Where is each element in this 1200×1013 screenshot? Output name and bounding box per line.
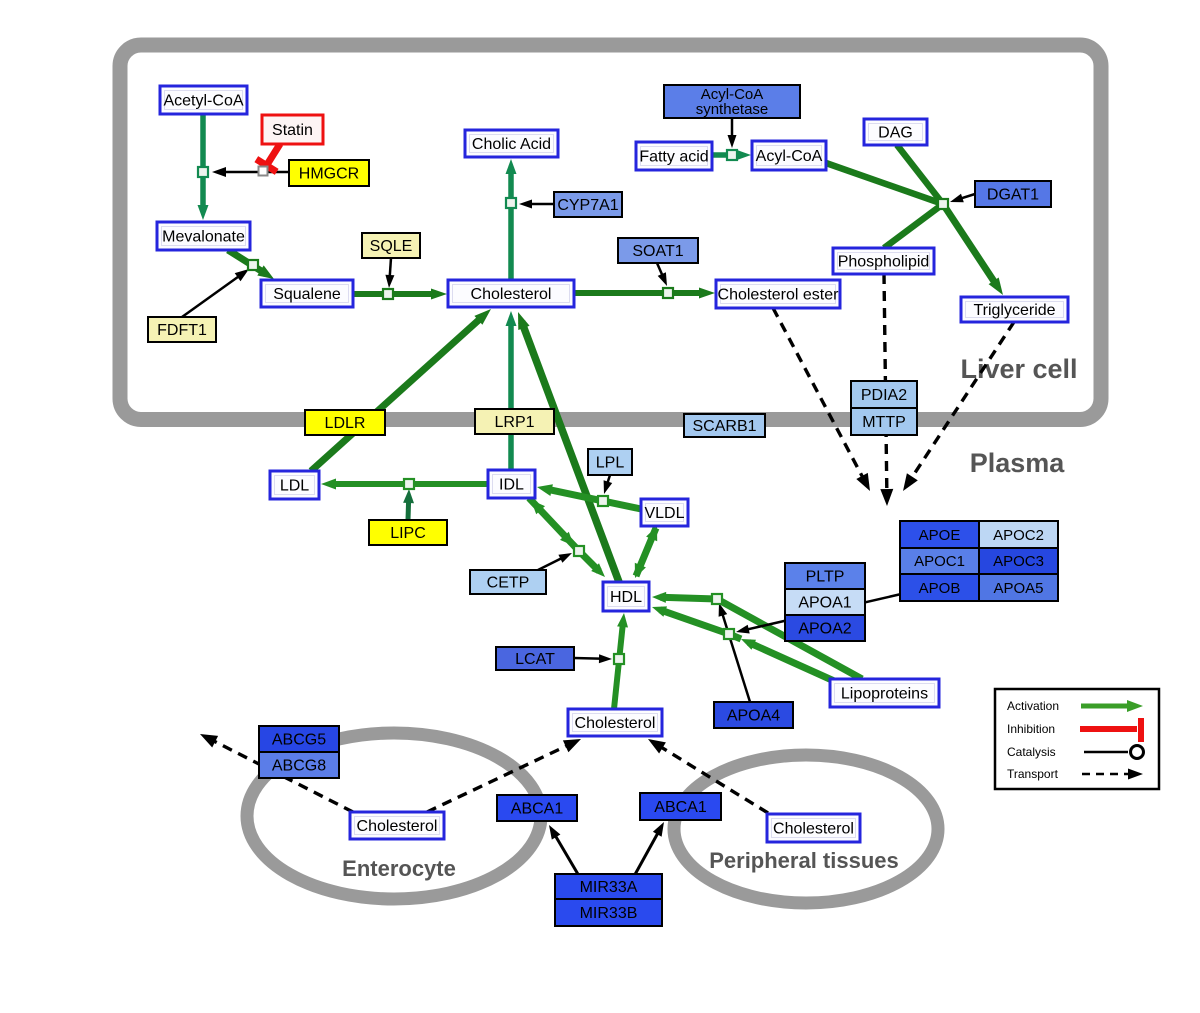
svg-text:MIR33A: MIR33A xyxy=(580,879,638,896)
svg-text:APOB: APOB xyxy=(919,580,961,597)
svg-text:DAG: DAG xyxy=(878,125,913,142)
svg-text:SOAT1: SOAT1 xyxy=(632,243,683,260)
svg-text:FDFT1: FDFT1 xyxy=(157,322,207,339)
svg-text:APOA2: APOA2 xyxy=(798,621,851,638)
svg-text:PLTP: PLTP xyxy=(806,569,845,586)
svg-text:Cholesterol: Cholesterol xyxy=(471,286,552,303)
svg-text:APOC1: APOC1 xyxy=(914,553,965,570)
svg-text:Cholesterol: Cholesterol xyxy=(357,818,438,835)
svg-text:Phospholipid: Phospholipid xyxy=(838,254,930,271)
svg-text:VLDL: VLDL xyxy=(644,505,684,522)
svg-text:APOE: APOE xyxy=(919,527,961,544)
svg-text:Liver cell: Liver cell xyxy=(960,354,1077,384)
svg-text:Cholesterol ester: Cholesterol ester xyxy=(718,287,840,304)
svg-text:Triglyceride: Triglyceride xyxy=(973,302,1055,319)
svg-text:LCAT: LCAT xyxy=(515,651,555,668)
svg-text:APOA4: APOA4 xyxy=(727,708,780,725)
svg-text:SCARB1: SCARB1 xyxy=(692,418,756,435)
svg-text:ABCA1: ABCA1 xyxy=(654,799,707,816)
svg-text:Transport: Transport xyxy=(1007,767,1059,781)
svg-text:SQLE: SQLE xyxy=(370,238,413,255)
svg-text:LPL: LPL xyxy=(596,455,625,472)
svg-text:Acyl-CoA: Acyl-CoA xyxy=(701,86,764,103)
svg-text:MTTP: MTTP xyxy=(862,414,906,431)
svg-text:Plasma: Plasma xyxy=(970,448,1066,478)
svg-text:Lipoproteins: Lipoproteins xyxy=(841,686,928,703)
svg-text:LRP1: LRP1 xyxy=(494,414,534,431)
svg-text:APOA1: APOA1 xyxy=(798,595,851,612)
svg-text:Catalysis: Catalysis xyxy=(1007,745,1056,759)
svg-text:Inhibition: Inhibition xyxy=(1007,722,1055,736)
svg-text:Cholesterol: Cholesterol xyxy=(773,821,854,838)
svg-text:HMGCR: HMGCR xyxy=(299,166,359,183)
svg-text:Statin: Statin xyxy=(272,122,313,139)
svg-text:Cholic Acid: Cholic Acid xyxy=(472,136,551,153)
svg-text:Activation: Activation xyxy=(1007,699,1059,713)
svg-text:APOC3: APOC3 xyxy=(993,553,1044,570)
svg-text:PDIA2: PDIA2 xyxy=(861,387,907,404)
svg-text:Enterocyte: Enterocyte xyxy=(342,856,456,881)
svg-text:Peripheral tissues: Peripheral tissues xyxy=(709,848,899,873)
svg-text:ABCG5: ABCG5 xyxy=(272,732,326,749)
svg-text:MIR33B: MIR33B xyxy=(580,905,638,922)
svg-text:Fatty acid: Fatty acid xyxy=(639,149,708,166)
svg-text:synthetase: synthetase xyxy=(696,101,769,118)
svg-text:HDL: HDL xyxy=(610,589,642,606)
svg-text:Mevalonate: Mevalonate xyxy=(162,229,245,246)
svg-text:ABCA1: ABCA1 xyxy=(511,801,564,818)
svg-text:Squalene: Squalene xyxy=(273,286,341,303)
svg-text:APOA5: APOA5 xyxy=(993,580,1043,597)
svg-text:APOC2: APOC2 xyxy=(993,527,1044,544)
svg-text:DGAT1: DGAT1 xyxy=(987,187,1039,204)
svg-text:Cholesterol: Cholesterol xyxy=(575,715,656,732)
svg-text:LDL: LDL xyxy=(280,478,309,495)
svg-text:LDLR: LDLR xyxy=(325,415,366,432)
svg-text:LIPC: LIPC xyxy=(390,525,426,542)
svg-text:ABCG8: ABCG8 xyxy=(272,758,326,775)
svg-text:IDL: IDL xyxy=(499,477,524,494)
svg-text:Acyl-CoA: Acyl-CoA xyxy=(756,148,823,165)
svg-text:CETP: CETP xyxy=(487,575,530,592)
svg-text:Acetyl-CoA: Acetyl-CoA xyxy=(163,93,243,110)
svg-text:CYP7A1: CYP7A1 xyxy=(557,197,618,214)
